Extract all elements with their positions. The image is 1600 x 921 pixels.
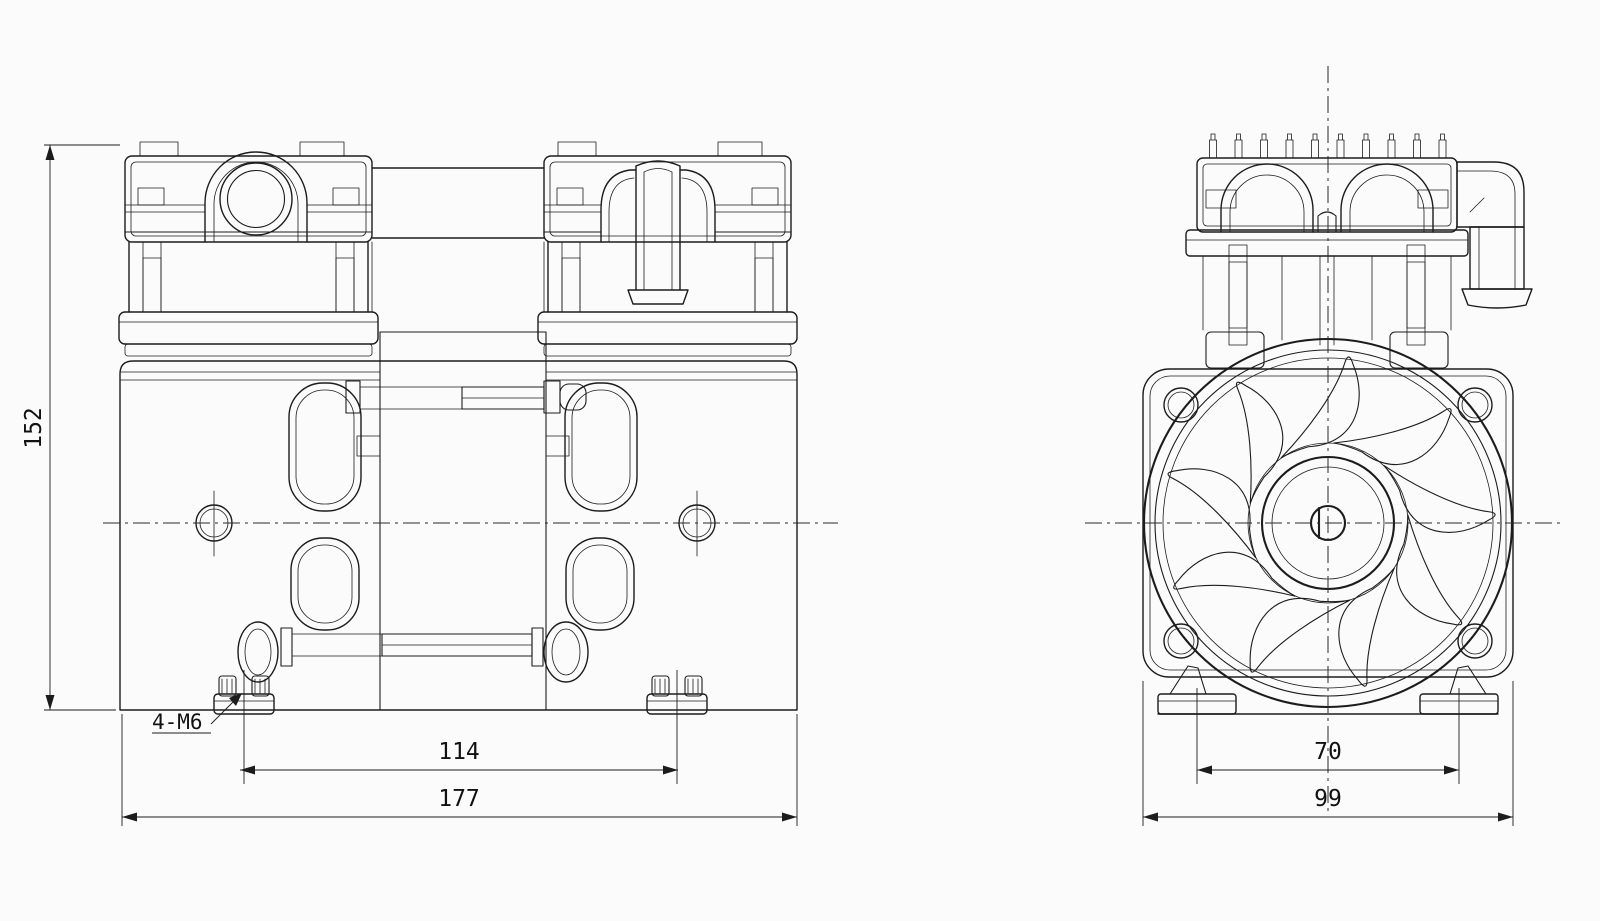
side-dimension-foot-spacing: 70	[1196, 688, 1460, 784]
front-head-connection	[371, 167, 545, 313]
front-dim-foot-spacing-text: 114	[438, 739, 480, 765]
front-right-cylinder-head	[543, 141, 792, 305]
side-elbow-fitting	[1456, 161, 1533, 309]
front-dim-overall-width-text: 177	[438, 786, 480, 812]
side-tie-rods	[1202, 244, 1452, 369]
front-body	[119, 331, 798, 711]
side-head-pins	[1209, 133, 1447, 159]
side-cylinder-head	[1185, 157, 1469, 257]
front-port-tube	[627, 160, 689, 305]
front-upper-bolt	[345, 380, 587, 414]
side-dim-overall-width-text: 99	[1314, 786, 1342, 812]
side-plate-corner-holes	[1163, 387, 1493, 659]
front-thread-callout: 4-M6	[152, 693, 242, 734]
side-view: 70 99	[1085, 66, 1562, 826]
front-left-cylinder-head	[124, 141, 373, 243]
front-thread-callout-text: 4-M6	[152, 710, 203, 734]
front-flanges	[118, 311, 798, 357]
front-tie-rods	[128, 241, 788, 313]
side-dim-foot-spacing-text: 70	[1314, 739, 1342, 765]
front-lower-bolt	[237, 621, 589, 683]
front-dimension-height: 152	[21, 144, 120, 711]
front-dimension-foot-spacing: 114	[240, 670, 678, 784]
front-view: 152 114 177 4-M6	[21, 141, 838, 826]
front-slots	[288, 382, 638, 631]
front-dimension-overall-width: 177	[121, 714, 798, 826]
front-dim-height-text: 152	[21, 407, 47, 449]
side-dimension-overall-width: 99	[1142, 681, 1514, 826]
